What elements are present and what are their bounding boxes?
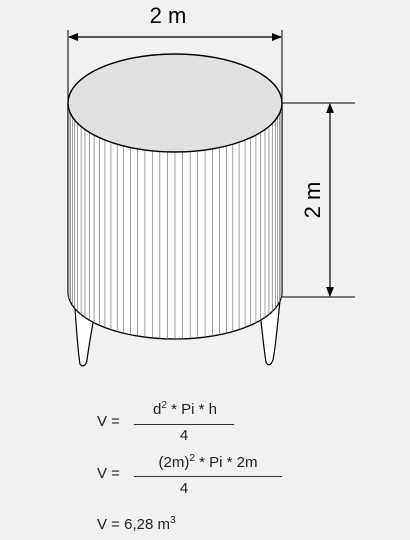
formula2-lhs: V = [97, 465, 120, 482]
volume-result: V = 6,28 m3 [97, 515, 176, 534]
width-label: 2 m [150, 3, 187, 28]
formula2-numerator: (2m)2 * Pi * 2m [158, 453, 258, 472]
formula1-denominator: 4 [179, 427, 189, 444]
formula1-lhs: V = [97, 413, 120, 430]
formula1-numerator: d2 * Pi * h [153, 400, 217, 419]
formula1-fraction-bar [134, 424, 234, 425]
tank-diagram: 2 m 2 m [67, 3, 355, 367]
formula2-fraction-bar [134, 476, 282, 477]
formula2-denominator: 4 [179, 480, 189, 497]
tank-body-stripes [67, 106, 283, 339]
height-label: 2 m [300, 182, 325, 219]
